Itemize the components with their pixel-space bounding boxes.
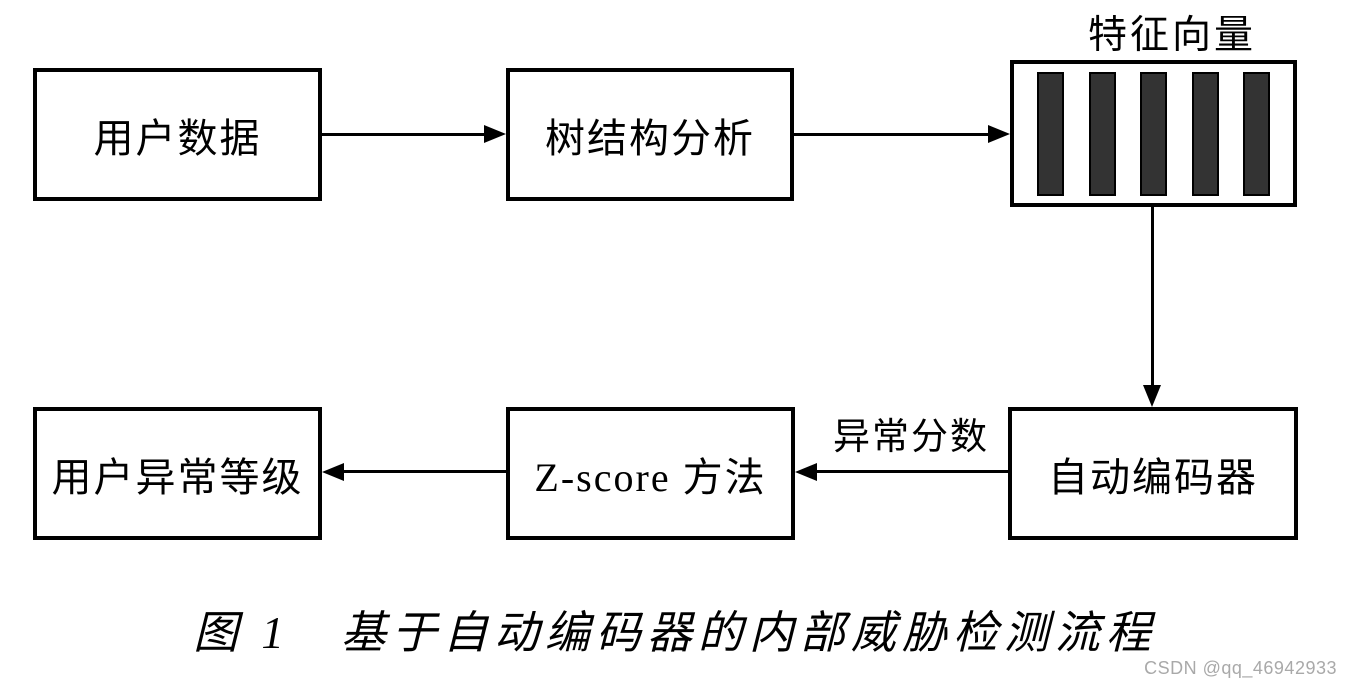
feature-vector-title: 特征向量 [1088, 14, 1257, 57]
feature-vector-bar [1088, 71, 1116, 196]
edge-label-anomaly-score: 异常分数 [833, 417, 989, 458]
arrow-tree-to-feature-head-icon [988, 125, 1010, 143]
arrow-feature-to-autoencoder-head-icon [1143, 385, 1161, 407]
arrow-zscore-to-anomaly-head-icon [322, 463, 344, 481]
node-tree-structure-analysis-label: 树结构分析 [545, 115, 755, 161]
feature-vector-bar [1140, 71, 1167, 196]
feature-vector-bars [1014, 64, 1293, 203]
node-tree-structure-analysis: 树结构分析 [506, 68, 794, 201]
arrow-userdata-to-tree-line [322, 133, 486, 136]
arrow-tree-to-feature-line [794, 133, 988, 136]
node-zscore-method: Z-score 方法 [506, 407, 795, 540]
node-user-data-label: 用户数据 [93, 115, 262, 161]
csdn-watermark: CSDN @qq_46942933 [1144, 658, 1337, 678]
node-user-data: 用户数据 [33, 68, 322, 201]
figure-caption: 图 1 基于自动编码器的内部威胁检测流程 [193, 608, 1157, 658]
node-feature-vector [1010, 60, 1297, 207]
arrow-autoencoder-to-zscore-line [817, 470, 1008, 473]
feature-vector-bar [1037, 71, 1064, 196]
node-user-anomaly-level-label: 用户异常等级 [51, 454, 304, 500]
arrow-feature-to-autoencoder-line [1151, 207, 1154, 387]
arrow-autoencoder-to-zscore-head-icon [795, 463, 817, 481]
node-user-anomaly-level: 用户异常等级 [33, 407, 322, 540]
feature-vector-bar [1243, 71, 1270, 196]
node-zscore-method-label: Z-score 方法 [534, 454, 767, 500]
arrow-zscore-to-anomaly-line [344, 470, 506, 473]
node-autoencoder-label: 自动编码器 [1048, 454, 1258, 500]
node-autoencoder: 自动编码器 [1008, 407, 1298, 540]
arrow-userdata-to-tree-head-icon [484, 125, 506, 143]
feature-vector-bar [1191, 71, 1219, 196]
